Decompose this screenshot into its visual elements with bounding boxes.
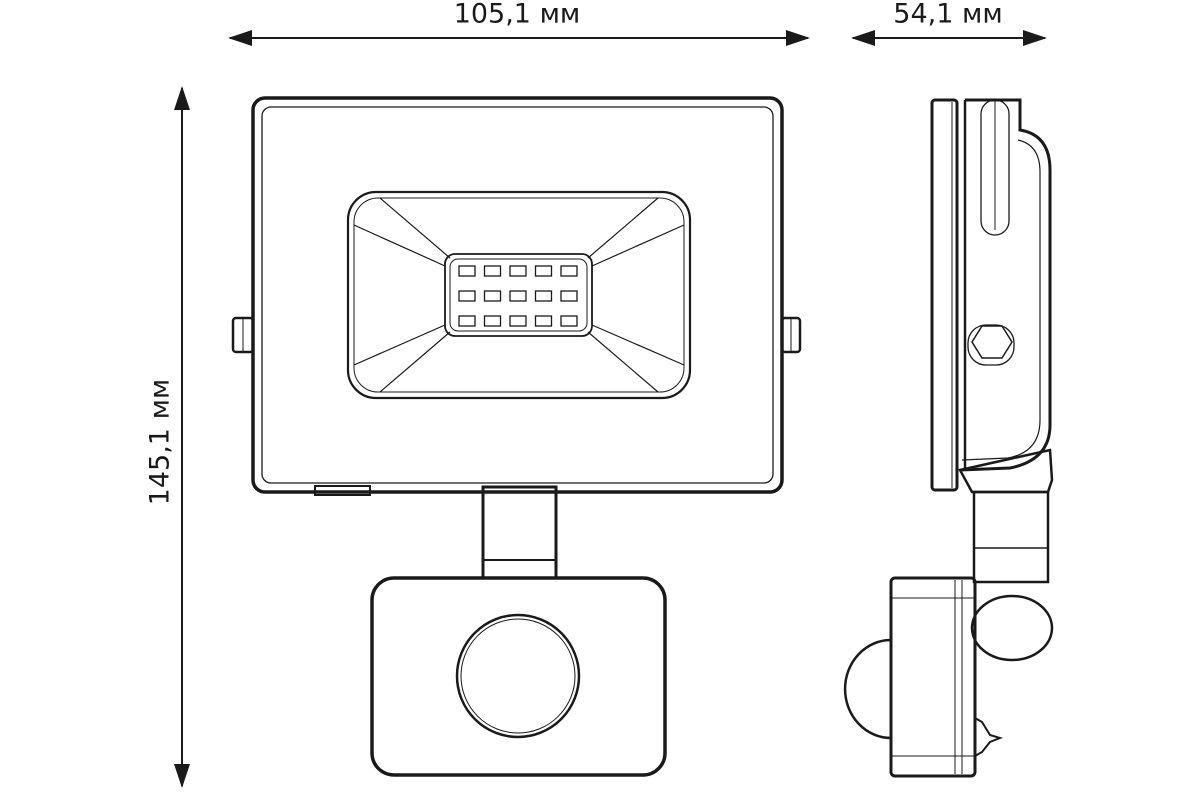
bracket-arm bbox=[972, 490, 1050, 584]
housing-inner bbox=[261, 106, 774, 484]
led-chip bbox=[483, 315, 502, 327]
led-chip bbox=[509, 315, 527, 327]
sensor-side-body bbox=[889, 576, 977, 778]
led-board bbox=[444, 253, 593, 337]
led-chip bbox=[560, 265, 578, 277]
led-grid bbox=[458, 265, 578, 327]
led-chip bbox=[534, 265, 553, 277]
led-chip bbox=[509, 265, 527, 277]
lens-facets bbox=[353, 197, 685, 393]
led-chip bbox=[534, 290, 553, 302]
led-chip bbox=[458, 315, 476, 327]
led-chip bbox=[560, 315, 578, 327]
led-chip bbox=[458, 290, 476, 302]
front-glass-edge bbox=[930, 98, 959, 492]
hex-bolt-icon bbox=[971, 325, 1013, 359]
housing-back bbox=[959, 98, 1052, 472]
bottom-tab bbox=[314, 485, 371, 496]
led-chip bbox=[483, 290, 502, 302]
ball-joint bbox=[970, 594, 1054, 662]
height-dimension-label: 145,1 мм bbox=[144, 378, 176, 506]
led-chip bbox=[483, 265, 502, 277]
lens-inner bbox=[353, 197, 685, 393]
bracket bbox=[958, 448, 1054, 494]
motion-sensor-lens bbox=[455, 613, 581, 739]
motion-sensor-body bbox=[370, 576, 667, 777]
front-view bbox=[231, 96, 802, 777]
led-chip bbox=[509, 290, 527, 302]
mount-arm bbox=[481, 485, 558, 580]
led-chip bbox=[458, 265, 476, 277]
width-dimension-label: 105,1 мм bbox=[453, 0, 581, 30]
side-view bbox=[843, 98, 1054, 778]
sensor-dome bbox=[843, 638, 892, 740]
lens-outer bbox=[346, 190, 692, 400]
depth-dimension-label: 54,1 мм bbox=[893, 0, 1003, 30]
led-chip bbox=[534, 315, 553, 327]
led-chip bbox=[560, 290, 578, 302]
sensor-knob bbox=[974, 717, 1004, 757]
housing-outer bbox=[251, 96, 784, 494]
